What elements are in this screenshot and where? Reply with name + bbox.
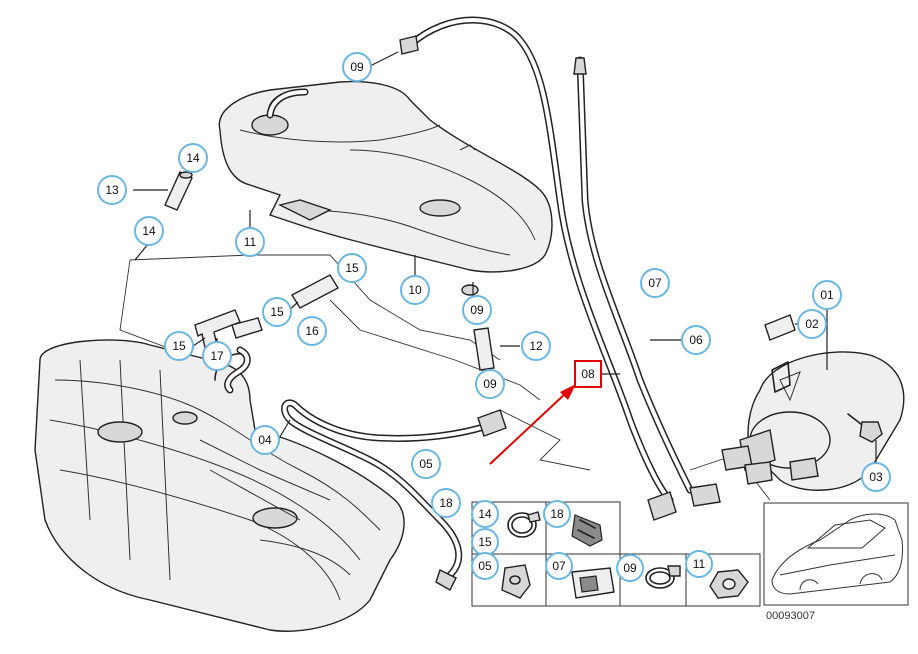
grid-label: 15 (478, 535, 492, 549)
grid-label: 07 (552, 559, 566, 573)
small-fittings (164, 171, 495, 394)
callout-07[interactable]: 07 (640, 268, 670, 298)
grid-label: 14 (478, 507, 492, 521)
fuel-hoses (281, 16, 721, 591)
grid-label: 05 (478, 559, 492, 573)
grid-label-09[interactable]: 09 (616, 554, 644, 582)
callout-15-a[interactable]: 15 (337, 253, 367, 283)
callout-label: 11 (244, 235, 257, 249)
callout-06[interactable]: 06 (681, 325, 711, 355)
diagram-code: 00093007 (766, 610, 815, 622)
callout-label: 17 (210, 349, 224, 363)
callout-label: 15 (345, 261, 359, 275)
upper-fuel-tank (218, 80, 553, 273)
callout-05[interactable]: 05 (411, 449, 441, 479)
parts-grid: 14 15 18 05 07 09 11 (471, 500, 761, 607)
callout-02[interactable]: 02 (797, 309, 827, 339)
callout-label: 02 (805, 317, 819, 331)
callout-label: 09 (470, 303, 484, 317)
grid-label: 18 (550, 507, 564, 521)
grid-label-14[interactable]: 14 (471, 500, 499, 528)
car-thumbnail (763, 502, 909, 606)
highlighted-part-label[interactable]: 08 (574, 360, 602, 388)
callout-17[interactable]: 17 (202, 341, 232, 371)
callout-label: 15 (270, 305, 284, 319)
fuel-filter (721, 314, 905, 491)
main-fuel-tank (34, 339, 405, 632)
callouts: 09 14 13 14 11 15 10 15 16 09 15 17 12 0… (97, 52, 891, 518)
callout-label: 09 (350, 60, 364, 74)
callout-label: 04 (258, 433, 272, 447)
callout-14-b[interactable]: 14 (134, 216, 164, 246)
callout-01[interactable]: 01 (812, 280, 842, 310)
callout-label: 09 (483, 377, 497, 391)
callout-label: 06 (689, 333, 703, 347)
callout-label: 18 (439, 496, 453, 510)
callout-label: 15 (172, 339, 186, 353)
callout-label: 03 (869, 470, 883, 484)
callout-label: 12 (529, 339, 543, 353)
highlighted-part-number: 08 (581, 367, 595, 381)
callout-label: 14 (142, 224, 156, 238)
grid-label: 09 (623, 561, 637, 575)
callout-09-mid[interactable]: 09 (462, 295, 492, 325)
grid-label-05[interactable]: 05 (471, 552, 499, 580)
grid-label: 11 (693, 557, 706, 571)
callout-11[interactable]: 11 (235, 227, 265, 257)
callout-label: 13 (105, 183, 119, 197)
callout-04[interactable]: 04 (250, 425, 280, 455)
grid-label-18[interactable]: 18 (543, 500, 571, 528)
callout-09-low[interactable]: 09 (475, 369, 505, 399)
callout-03[interactable]: 03 (861, 462, 891, 492)
grid-label-15[interactable]: 15 (471, 528, 499, 556)
callout-13[interactable]: 13 (97, 175, 127, 205)
callout-label: 10 (408, 283, 422, 297)
grid-label-07[interactable]: 07 (545, 552, 573, 580)
callout-label: 07 (648, 276, 662, 290)
callout-label: 01 (820, 288, 834, 302)
highlight-arrow (489, 384, 576, 465)
grid-label-11[interactable]: 11 (685, 550, 713, 578)
callout-18[interactable]: 18 (431, 488, 461, 518)
callout-12[interactable]: 12 (521, 331, 551, 361)
callout-16[interactable]: 16 (297, 316, 327, 346)
callout-15-c[interactable]: 15 (164, 331, 194, 361)
callout-label: 16 (305, 324, 319, 338)
callout-14-a[interactable]: 14 (178, 143, 208, 173)
callout-10[interactable]: 10 (400, 275, 430, 305)
callout-label: 05 (419, 457, 433, 471)
callout-09-top[interactable]: 09 (342, 52, 372, 82)
callout-label: 14 (186, 151, 200, 165)
callout-15-b[interactable]: 15 (262, 297, 292, 327)
